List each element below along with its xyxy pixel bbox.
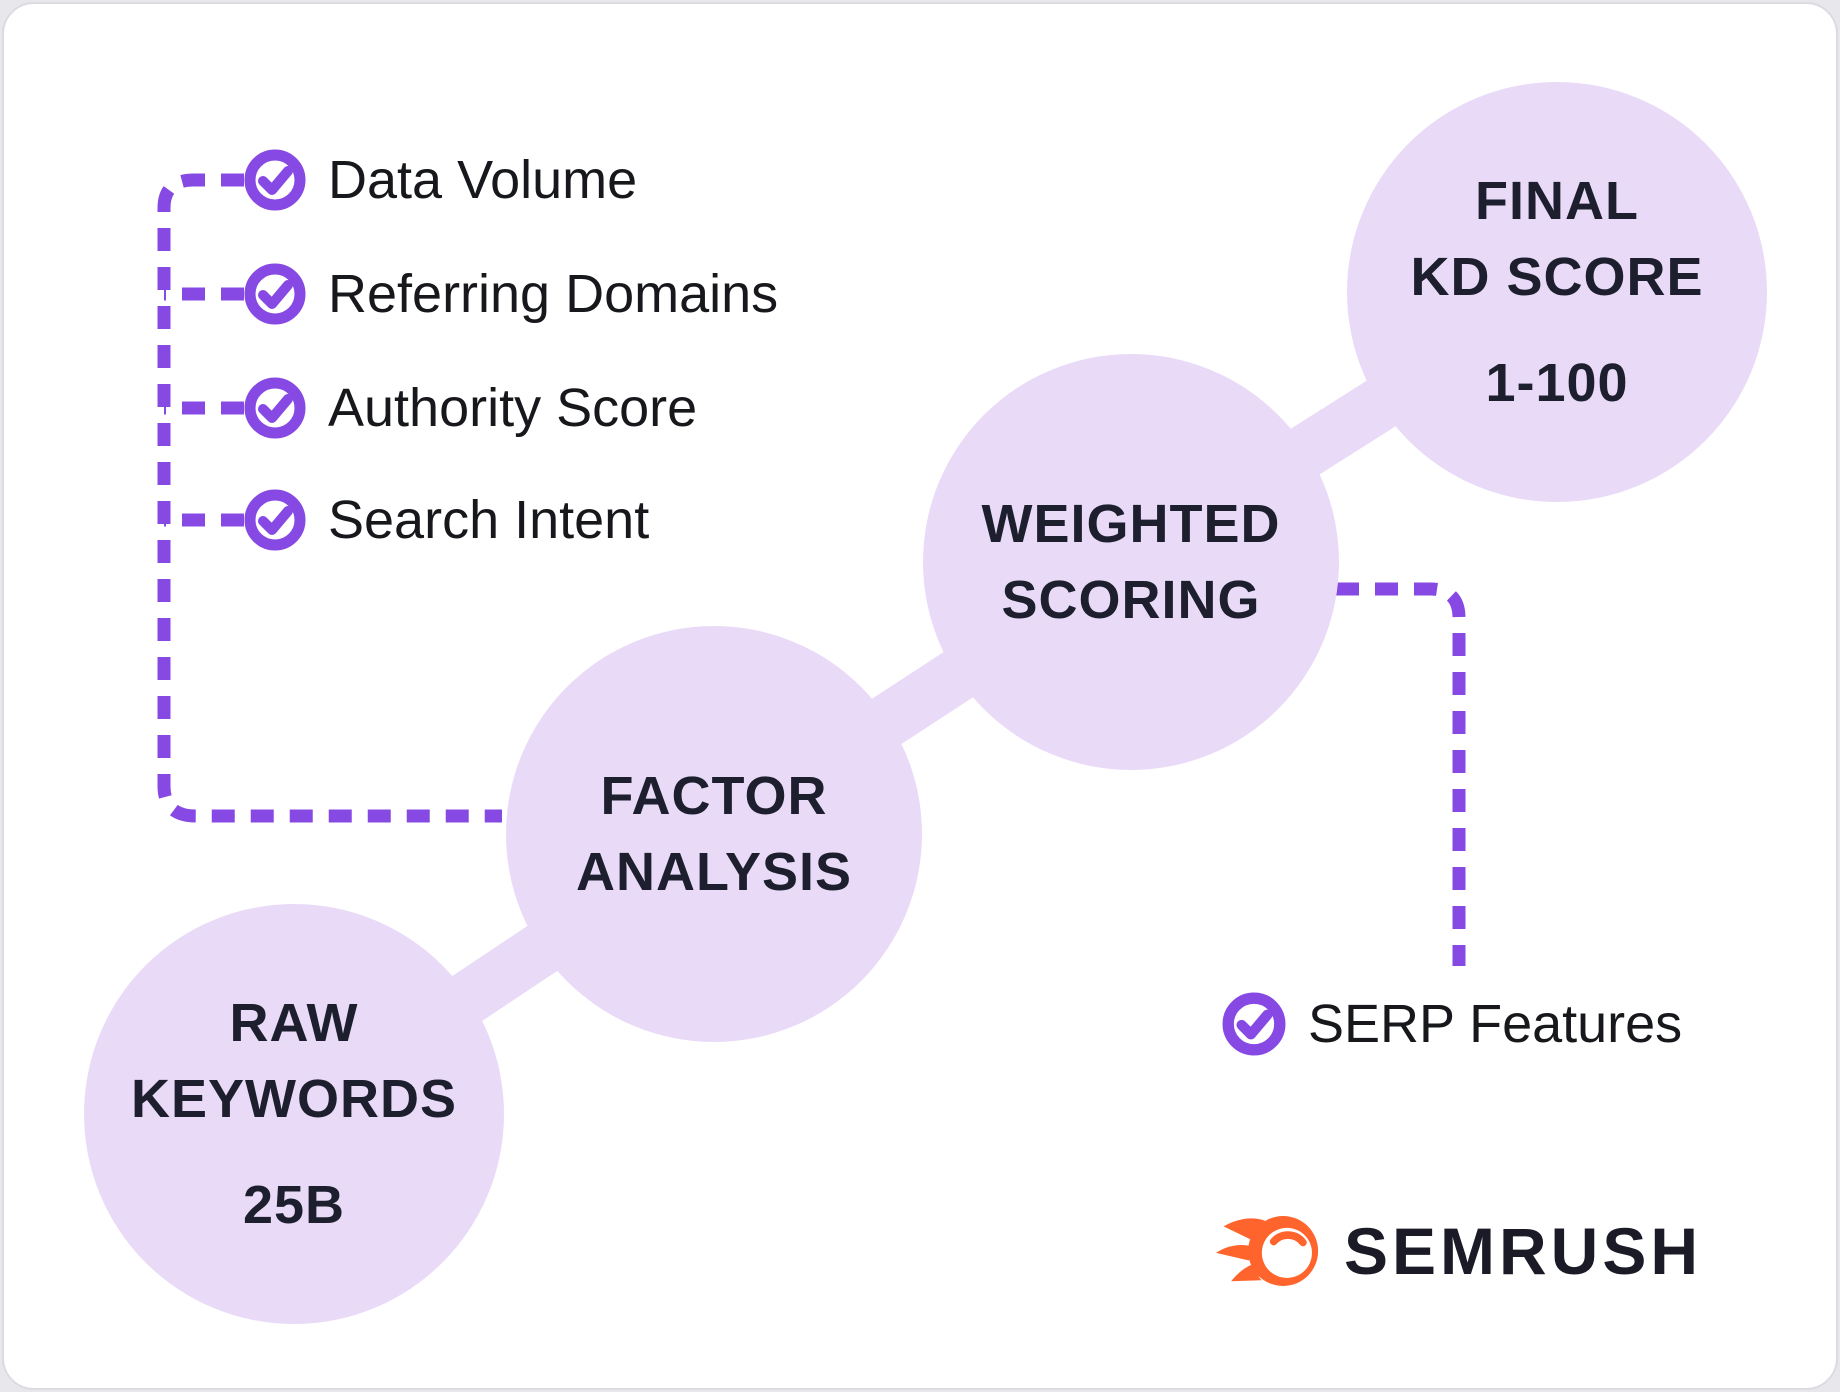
checklist-item-search-intent: Search Intent: [244, 489, 649, 551]
check-circle-icon: [244, 489, 306, 551]
node-weighted-scoring: WEIGHTED SCORING: [923, 354, 1339, 770]
node-factor-analysis: FACTOR ANALYSIS: [506, 626, 922, 1042]
node-label-line: FACTOR: [600, 766, 828, 826]
semrush-flame-icon: [1216, 1216, 1319, 1286]
node-label-line: WEIGHTED: [981, 494, 1281, 554]
checklist-item-label: Referring Domains: [328, 264, 779, 324]
check-circle-icon: [1222, 992, 1286, 1056]
node-label: WEIGHTED SCORING: [982, 486, 1281, 638]
checklist-dashed-connector: [157, 173, 502, 823]
node-label: FACTOR ANALYSIS: [576, 758, 852, 910]
node-final-kd-score: FINAL KD SCORE 1-100: [1347, 82, 1767, 502]
semrush-logo: SEMRUSH: [1216, 1212, 1702, 1290]
checklist-item-label: Search Intent: [328, 490, 650, 550]
checklist-item-authority-score: Authority Score: [244, 377, 697, 439]
check-circle-icon: [244, 149, 306, 211]
node-label-line: FINAL: [1475, 171, 1639, 231]
node-value: 1-100: [1485, 353, 1629, 413]
node-label-line: RAW: [229, 993, 359, 1053]
serp-dashed-connector: [1336, 582, 1466, 966]
checklist-item-label: Data Volume: [328, 150, 638, 210]
checklist-item-data-volume: Data Volume: [244, 149, 637, 211]
check-circle-icon: [244, 263, 306, 325]
node-label-line: KEYWORDS: [130, 1069, 457, 1129]
node-label-line: KD SCORE: [1410, 247, 1704, 307]
node-value: 25B: [242, 1175, 346, 1235]
check-circle-icon: [244, 377, 306, 439]
node-label-line: SCORING: [1001, 570, 1261, 630]
serp-features-item: SERP Features: [1222, 992, 1682, 1056]
node-raw-keywords: RAW KEYWORDS 25B: [84, 904, 504, 1324]
checklist-item-referring-domains: Referring Domains: [244, 263, 778, 325]
node-label-line: ANALYSIS: [575, 842, 853, 902]
node-label: FINAL KD SCORE: [1410, 163, 1703, 315]
node-label: RAW KEYWORDS: [131, 985, 457, 1137]
checklist-item-label: Authority Score: [328, 378, 698, 438]
semrush-wordmark: SEMRUSH: [1344, 1214, 1703, 1288]
serp-features-label: SERP Features: [1308, 994, 1683, 1054]
